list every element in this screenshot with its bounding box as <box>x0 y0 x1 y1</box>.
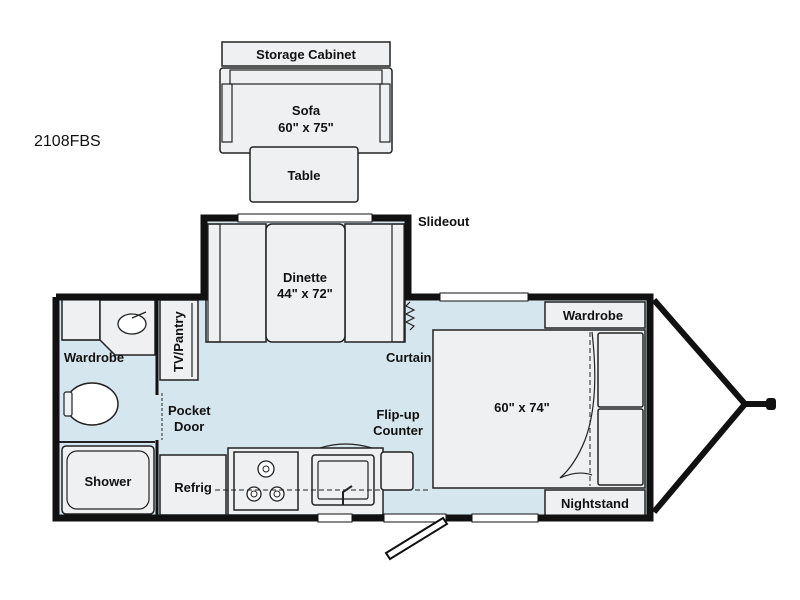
window <box>237 213 373 223</box>
pillow-icon <box>597 332 644 408</box>
tv-pantry-label: TV/Pantry <box>171 311 186 372</box>
windows <box>237 213 539 523</box>
flip-up-label-2: Counter <box>373 423 423 438</box>
flip-up-label-1: Flip-up <box>376 407 419 422</box>
dinette-label: Dinette <box>283 270 327 285</box>
sink-icon <box>117 313 147 335</box>
sofa-arm-right <box>379 83 391 143</box>
wardrobe-right-label: Wardrobe <box>563 308 623 323</box>
pillow-icon <box>597 408 644 486</box>
dinette-bench-right <box>344 223 406 343</box>
window <box>471 513 539 523</box>
bed-size-label: 60" x 74" <box>494 400 550 415</box>
bathroom: Wardrobe Shower Pocket Door <box>56 297 211 518</box>
entry-door-panel <box>384 516 449 561</box>
toilet-tank <box>63 391 73 417</box>
curtain-label: Curtain <box>386 350 432 365</box>
storage-cabinet <box>221 41 391 67</box>
shower-label: Shower <box>85 474 132 489</box>
bed-cover-fold <box>559 331 596 479</box>
burner-icon <box>246 486 262 502</box>
sofa-back <box>229 69 383 85</box>
dinette-bench-left <box>205 223 267 343</box>
refrigerator <box>159 454 227 516</box>
storage-cabinet-label: Storage Cabinet <box>256 47 356 62</box>
shower-pan <box>66 450 150 510</box>
wardrobe-right <box>544 301 646 329</box>
pocket-door-label-2: Door <box>174 419 204 434</box>
table <box>249 146 359 203</box>
dinette-size-label: 44" x 72" <box>277 286 333 301</box>
nightstand-label: Nightstand <box>561 496 629 511</box>
slideout-label: Slideout <box>418 214 470 229</box>
refrig-label: Refrig <box>174 480 212 495</box>
burner-icon <box>269 486 285 502</box>
model-label: 2108FBS <box>34 133 101 150</box>
burner-icon <box>257 460 275 478</box>
dinette: Dinette 44" x 72" <box>205 223 406 343</box>
nightstand <box>544 489 646 517</box>
curtain-icon <box>404 301 416 331</box>
sofa-arm-left <box>221 83 233 143</box>
hitch-coupler-icon <box>766 398 776 410</box>
toilet-icon <box>65 382 119 426</box>
slideout-furniture: Storage Cabinet Sofa 60" x 75" Table <box>219 41 393 203</box>
shower <box>61 445 155 515</box>
dinette-bench-right-back <box>391 223 405 343</box>
faucet-icon <box>131 311 147 319</box>
dinette-bench-left-back <box>207 223 221 343</box>
hitch <box>651 298 776 514</box>
kitchen: Refrig Flip-up Counter <box>159 407 430 516</box>
sofa-size-label: 60" x 75" <box>278 120 334 135</box>
tv-pantry: TV/Pantry <box>159 299 199 381</box>
window <box>317 513 353 523</box>
faucet-icon <box>342 485 353 505</box>
wardrobe-left-label: Wardrobe <box>64 350 124 365</box>
exterior-walls <box>52 214 654 522</box>
table-label: Table <box>288 168 321 183</box>
dinette-table <box>265 223 346 343</box>
pocket-door-label-1: Pocket <box>168 403 211 418</box>
entry-door-opening <box>383 513 447 523</box>
flip-up-counter <box>380 451 414 491</box>
sofa-label: Sofa <box>292 103 321 118</box>
window <box>439 292 529 302</box>
entry-door <box>384 516 449 561</box>
bedroom: Wardrobe 60" x 74" Nightstand <box>432 301 646 517</box>
wardrobe-left <box>61 297 101 341</box>
